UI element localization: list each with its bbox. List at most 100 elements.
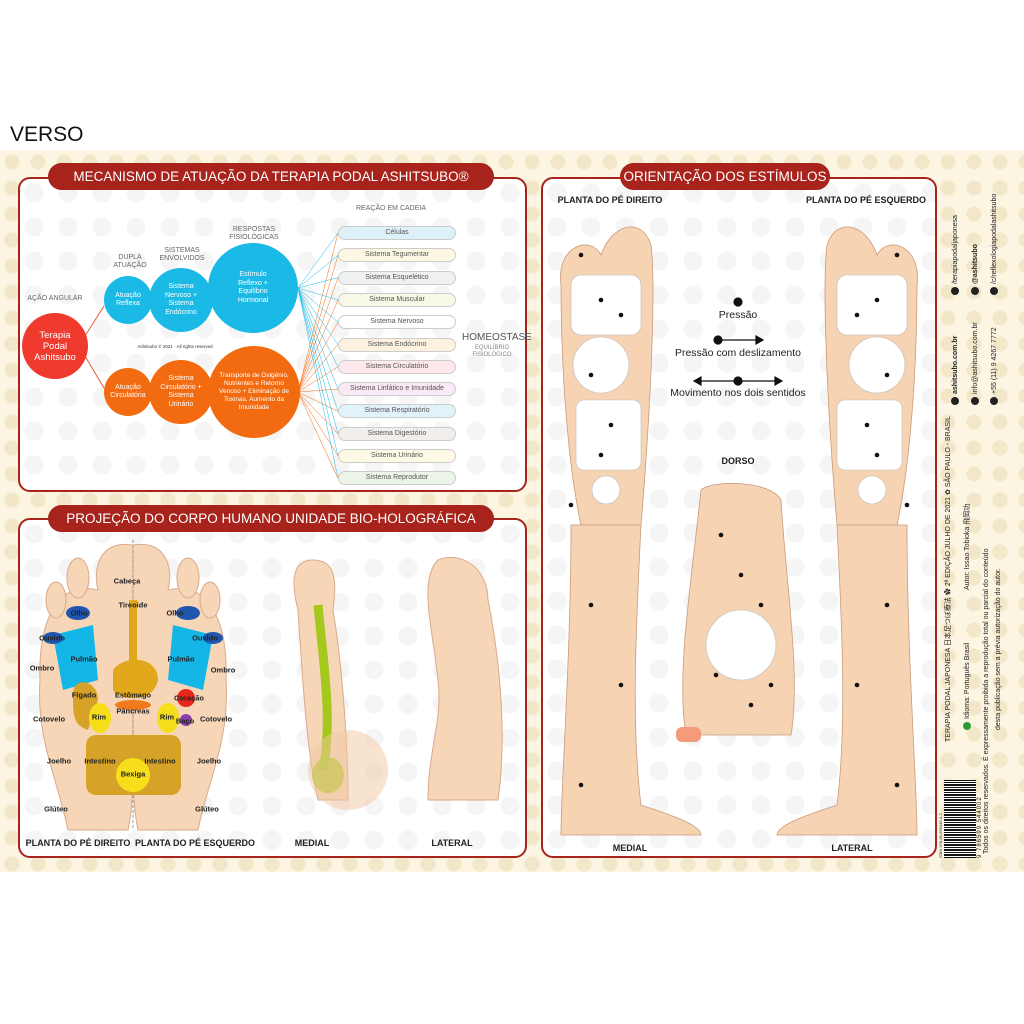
chain-item: Sistema Nervoso	[338, 315, 456, 330]
pressure-point	[578, 252, 584, 258]
chain-item: Sistema Muscular	[338, 292, 456, 307]
pressure-point	[568, 502, 574, 508]
website-link[interactable]: ashitsubo.com.br	[952, 335, 959, 394]
fan-line	[297, 391, 339, 457]
chain-item: Sistema Esquelético	[338, 270, 456, 285]
edition-line: TERAPIA PODAL JAPONESA 日本足つぼ療法 ✿ 2ª EDIÇ…	[945, 416, 952, 742]
chain-item: Sistema Urinário	[338, 449, 456, 463]
pressure-point	[874, 297, 880, 303]
pressure-point	[748, 702, 754, 708]
organ-label-intestino: Intestino	[144, 756, 176, 766]
body-projection-illustration	[39, 540, 503, 831]
organ-label-intestino: Intestino	[84, 756, 116, 766]
fan-line	[297, 287, 339, 457]
legend-pressao: Pressão	[718, 309, 758, 321]
connector-lines	[84, 232, 339, 479]
fan-line	[297, 287, 339, 367]
organ-label-ouvido: Ouvido	[39, 633, 65, 643]
organ-label-pulmao: Pulmão	[70, 654, 98, 664]
organ-label-figado: Fígado	[71, 690, 97, 700]
left-lung	[168, 625, 213, 690]
caption-medial: MEDIAL	[294, 838, 330, 848]
fan-line	[297, 255, 339, 393]
barcode	[944, 780, 976, 858]
organ-label-ouvido: Ouvido	[192, 633, 218, 643]
facebook-link[interactable]: /terapiapodaljaponesa	[952, 215, 959, 284]
email-link[interactable]: info@ashitsubo.com.br	[972, 322, 979, 394]
homeostase-label: HOMEOSTASE	[462, 332, 532, 343]
organ-label-estomago: Estômago	[114, 690, 152, 700]
left-sole-label: PLANTA DO PÉ ESQUERDO	[805, 195, 927, 205]
caption-left-sole: PLANTA DO PÉ ESQUERDO	[134, 838, 256, 848]
right-sole-label: PLANTA DO PÉ DIREITO	[557, 195, 663, 205]
organ-label-ombro: Ombro	[29, 663, 55, 673]
fan-line	[297, 287, 339, 434]
pressure-point	[894, 252, 900, 258]
root-circle: Terapia Podal Ashitsubo	[22, 313, 88, 379]
fan-line	[297, 322, 339, 393]
fan-line	[297, 287, 339, 479]
projection-title: PROJEÇÃO DO CORPO HUMANO UNIDADE BIO-HOL…	[48, 505, 494, 532]
fan-line	[297, 287, 339, 323]
page-label: VERSO	[10, 123, 84, 146]
language: Idioma: Português Brasil	[964, 642, 971, 719]
pressure-point	[618, 312, 624, 318]
pressure-point	[618, 682, 624, 688]
fan-line	[297, 299, 339, 393]
right-lung	[53, 625, 98, 690]
youtube-icon	[990, 287, 999, 295]
organ-label-baco: Baço	[175, 716, 195, 726]
organ-label-pancreas: Pâncreas	[116, 706, 150, 716]
facebook-icon	[951, 287, 960, 295]
pressure-point	[758, 602, 764, 608]
organ-label-cotovelo: Cotovelo	[32, 714, 66, 724]
email-icon	[971, 397, 980, 405]
chain-item: Sistema Reprodutor	[338, 471, 456, 486]
header-reacao: REAÇÃO EM CADEIA	[355, 205, 427, 212]
organ-label-ombro: Ombro	[210, 665, 236, 675]
isbn: ISBN 978-65-999445-0-2	[938, 813, 943, 858]
mechanism-title: MECANISMO DE ATUAÇÃO DA TERAPIA PODAL AS…	[48, 163, 494, 190]
organ-label-cotovelo: Cotovelo	[199, 714, 233, 724]
pressure-point	[874, 452, 880, 458]
header-acao: AÇÃO ANGULAR	[27, 295, 83, 302]
fan-line	[297, 388, 339, 393]
chain-item: Sistema Respiratório	[338, 404, 456, 419]
organ-label-rim: Rim	[159, 712, 175, 722]
pressure-point	[713, 672, 719, 678]
chain-item: Sistema Digestório	[338, 426, 456, 441]
phone[interactable]: +55 (11) 9 4267 7772	[991, 327, 998, 394]
copyright: Ashitsubo © 2021 · All rights reserved	[137, 344, 213, 349]
youtube-link[interactable]: /c/reflexologiapodalashitsubo	[991, 193, 998, 284]
fan-line	[297, 287, 339, 390]
dorso-label: DORSO	[721, 456, 755, 466]
instagram-icon	[971, 287, 980, 295]
lateral-foot	[427, 556, 503, 801]
header-sistemas: SISTEMAS ENVOLVIDOS	[159, 247, 205, 262]
fan-line	[297, 232, 339, 289]
pressure-point	[894, 782, 900, 788]
header-dupla: DUPLA ATUAÇÃO	[113, 254, 147, 269]
chain-item: Sistema Linfático e Imunidade	[338, 382, 456, 397]
pressure-point	[854, 682, 860, 688]
organ-label-joelho: Joelho	[196, 756, 222, 766]
organ-label-coracao: Coração	[173, 693, 205, 703]
stimulus-illustration	[560, 226, 918, 836]
reflex-systems-circle: Sistema Nervoso + Sistema Endócrino	[149, 268, 213, 332]
instagram-link[interactable]: @ashitsubo	[972, 244, 979, 284]
author: Autor: Issao Tobioka 飛岡功	[964, 503, 971, 590]
pressure-point	[768, 682, 774, 688]
fan-line	[297, 255, 339, 289]
caption-right-sole: PLANTA DO PÉ DIREITO	[25, 838, 131, 848]
fan-line	[297, 277, 339, 393]
rights-line-2: desta publicação sem a prévia autorizaçã…	[995, 568, 1002, 730]
legend-movimento: Movimento nos dois sentidos	[670, 387, 806, 399]
legend-deslizamento: Pressão com deslizamento	[674, 347, 802, 359]
fan-line	[297, 344, 339, 393]
fan-line	[297, 391, 339, 479]
fan-line	[297, 366, 339, 393]
fan-line	[297, 287, 339, 412]
pressure-point	[854, 312, 860, 318]
organ-label-tireoide: Tireoide	[118, 600, 148, 610]
circ-response-circle: Transporte de Oxigênio, Nutrientes e Ret…	[208, 346, 300, 438]
